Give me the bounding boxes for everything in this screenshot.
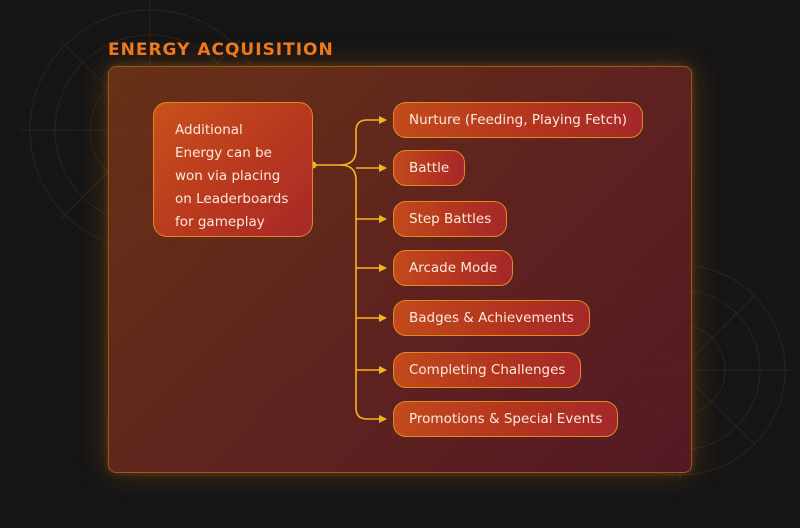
item-battle: Battle: [393, 150, 466, 186]
item-completing-challenges: Completing Challenges: [393, 352, 582, 388]
item-step-battles: Step Battles: [393, 201, 508, 237]
item-arcade-mode: Arcade Mode: [393, 250, 514, 286]
item-badges-achievements: Badges & Achievements: [393, 300, 590, 336]
item-promotions-special-events: Promotions & Special Events: [393, 401, 619, 437]
item-nurture: Nurture (Feeding, Playing Fetch): [393, 102, 644, 138]
page-title: ENERGY ACQUISITION: [108, 40, 334, 60]
source-box: Additional Energy can be won via placing…: [153, 102, 313, 237]
